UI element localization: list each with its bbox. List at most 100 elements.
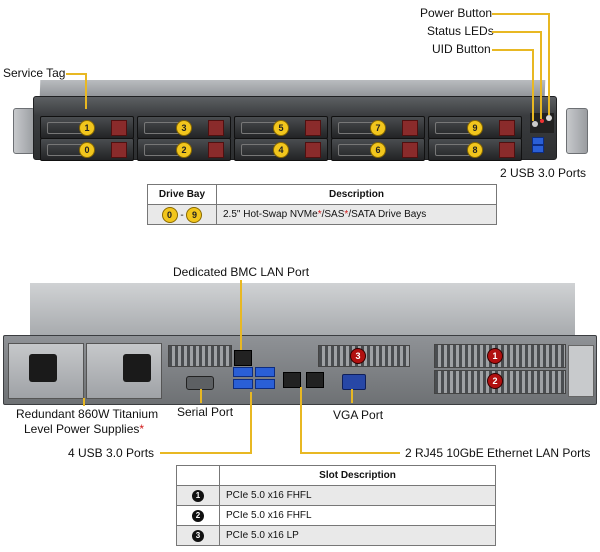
front-usb-port — [532, 145, 544, 153]
vga-port — [342, 374, 366, 390]
slot-desc-cell: PCIe 5.0 x16 LP — [219, 525, 496, 546]
slot-table: Slot Description 1 PCIe 5.0 x16 FHFL 2 P… — [176, 465, 496, 546]
bay-latch[interactable] — [305, 120, 321, 136]
desc-text: /SAS — [321, 209, 345, 220]
leader-line — [240, 280, 242, 350]
bay-latch[interactable] — [402, 120, 418, 136]
drive-bay-header: Drive Bay — [147, 184, 217, 205]
footnote-star: * — [139, 422, 145, 436]
power-button[interactable] — [546, 115, 552, 121]
drive-bay[interactable]: 2 — [137, 138, 231, 161]
table-row: 1 PCIe 5.0 x16 FHFL — [176, 485, 496, 506]
bay-number-badge: 2 — [176, 142, 192, 158]
status-led — [540, 119, 544, 123]
rear-bracket — [568, 345, 594, 397]
slot-badge-1: 1 — [487, 348, 503, 364]
rear-usb-port — [255, 367, 275, 377]
leader-line — [300, 452, 400, 454]
drive-bay[interactable]: 7 — [331, 116, 425, 139]
bmc-port-label: Dedicated BMC LAN Port — [173, 265, 310, 279]
slot-number-badge: 1 — [192, 489, 204, 502]
bay-latch[interactable] — [111, 142, 127, 158]
leader-line — [160, 452, 252, 454]
right-rack-ear — [566, 108, 588, 154]
drive-bay[interactable]: 6 — [331, 138, 425, 161]
vga-port-label: VGA Port — [333, 408, 384, 422]
slot-num-cell: 3 — [176, 525, 220, 546]
front-usb-port — [532, 137, 544, 145]
bay-handle — [435, 144, 471, 156]
slot-num-cell: 2 — [176, 505, 220, 526]
psu-label-line1: Redundant 860W Titanium — [16, 407, 159, 421]
bay-latch[interactable] — [208, 142, 224, 158]
leader-line — [492, 31, 542, 33]
vent-grill — [168, 345, 232, 367]
rear-usb-port — [233, 379, 253, 389]
bay-badge: 0 — [161, 206, 178, 223]
bay-handle — [47, 144, 83, 156]
desc-text: /SATA Drive Bays — [348, 209, 427, 220]
bay-latch[interactable] — [111, 120, 127, 136]
leader-line — [548, 13, 550, 115]
rj45-label: 2 RJ45 10GbE Ethernet LAN Ports — [405, 446, 591, 460]
rj45-lan-port-1 — [283, 372, 301, 388]
bay-handle — [338, 122, 374, 134]
bay-latch[interactable] — [208, 120, 224, 136]
footnote-star: * — [344, 209, 349, 220]
rear-usb-label: 4 USB 3.0 Ports — [68, 446, 155, 460]
footnote-star: * — [317, 209, 322, 220]
bay-latch[interactable] — [499, 142, 515, 158]
power-supply-1 — [8, 343, 84, 399]
drive-bay[interactable]: 0 — [40, 138, 134, 161]
drive-bay[interactable]: 4 — [234, 138, 328, 161]
bay-handle — [241, 122, 277, 134]
slot-number-badge: 2 — [192, 509, 204, 522]
slot-description-header: Slot Description — [219, 465, 496, 486]
bay-number-badge: 1 — [79, 120, 95, 136]
power-button-label: Power Button — [420, 6, 493, 20]
rear-chassis-top — [30, 283, 575, 335]
bay-handle — [338, 144, 374, 156]
bay-badge: 9 — [186, 206, 203, 223]
slot-num-cell: 1 — [176, 485, 220, 506]
bay-number-badge: 0 — [79, 142, 95, 158]
bay-number-badge: 3 — [176, 120, 192, 136]
bay-description-cell: 2.5" Hot-Swap NVMe*/SAS*/SATA Drive Bays — [216, 204, 497, 225]
bay-latch[interactable] — [499, 120, 515, 136]
bay-handle — [144, 144, 180, 156]
slot-desc-cell: PCIe 5.0 x16 FHFL — [219, 485, 496, 506]
leader-line — [532, 49, 534, 121]
rj45-lan-port-2 — [306, 372, 324, 388]
front-usb-label: 2 USB 3.0 Ports — [500, 166, 587, 180]
uid-button[interactable] — [532, 121, 538, 127]
drive-bay[interactable]: 8 — [428, 138, 522, 161]
leader-line — [300, 387, 302, 454]
leader-line — [200, 389, 202, 403]
slot-number-badge: 3 — [192, 529, 204, 542]
bay-latch[interactable] — [305, 142, 321, 158]
psu-label-text: Level Power Supplies — [24, 422, 140, 436]
bay-latch[interactable] — [402, 142, 418, 158]
rear-usb-port — [255, 379, 275, 389]
psu-label-line2: Level Power Supplies* — [24, 422, 144, 436]
bmc-lan-port — [234, 350, 252, 366]
drive-bay-table: Drive Bay Description 0 - 9 2.5" Hot-Swa… — [147, 184, 497, 225]
description-header: Description — [216, 184, 497, 205]
table-row: 3 PCIe 5.0 x16 LP — [176, 525, 496, 546]
power-inlet — [29, 354, 57, 382]
drive-bay[interactable]: 9 — [428, 116, 522, 139]
leader-line — [66, 73, 86, 75]
drive-bay[interactable]: 5 — [234, 116, 328, 139]
drive-bay[interactable]: 3 — [137, 116, 231, 139]
leader-line — [492, 13, 550, 15]
bay-range-cell: 0 - 9 — [147, 204, 217, 225]
bay-handle — [241, 144, 277, 156]
bay-handle — [144, 122, 180, 134]
control-panel — [530, 113, 554, 133]
bay-number-badge: 9 — [467, 120, 483, 136]
leader-line — [83, 398, 85, 406]
table-row: 2 PCIe 5.0 x16 FHFL — [176, 505, 496, 526]
drive-bay[interactable]: 1 — [40, 116, 134, 139]
slot-desc-cell: PCIe 5.0 x16 FHFL — [219, 505, 496, 526]
power-inlet — [123, 354, 151, 382]
